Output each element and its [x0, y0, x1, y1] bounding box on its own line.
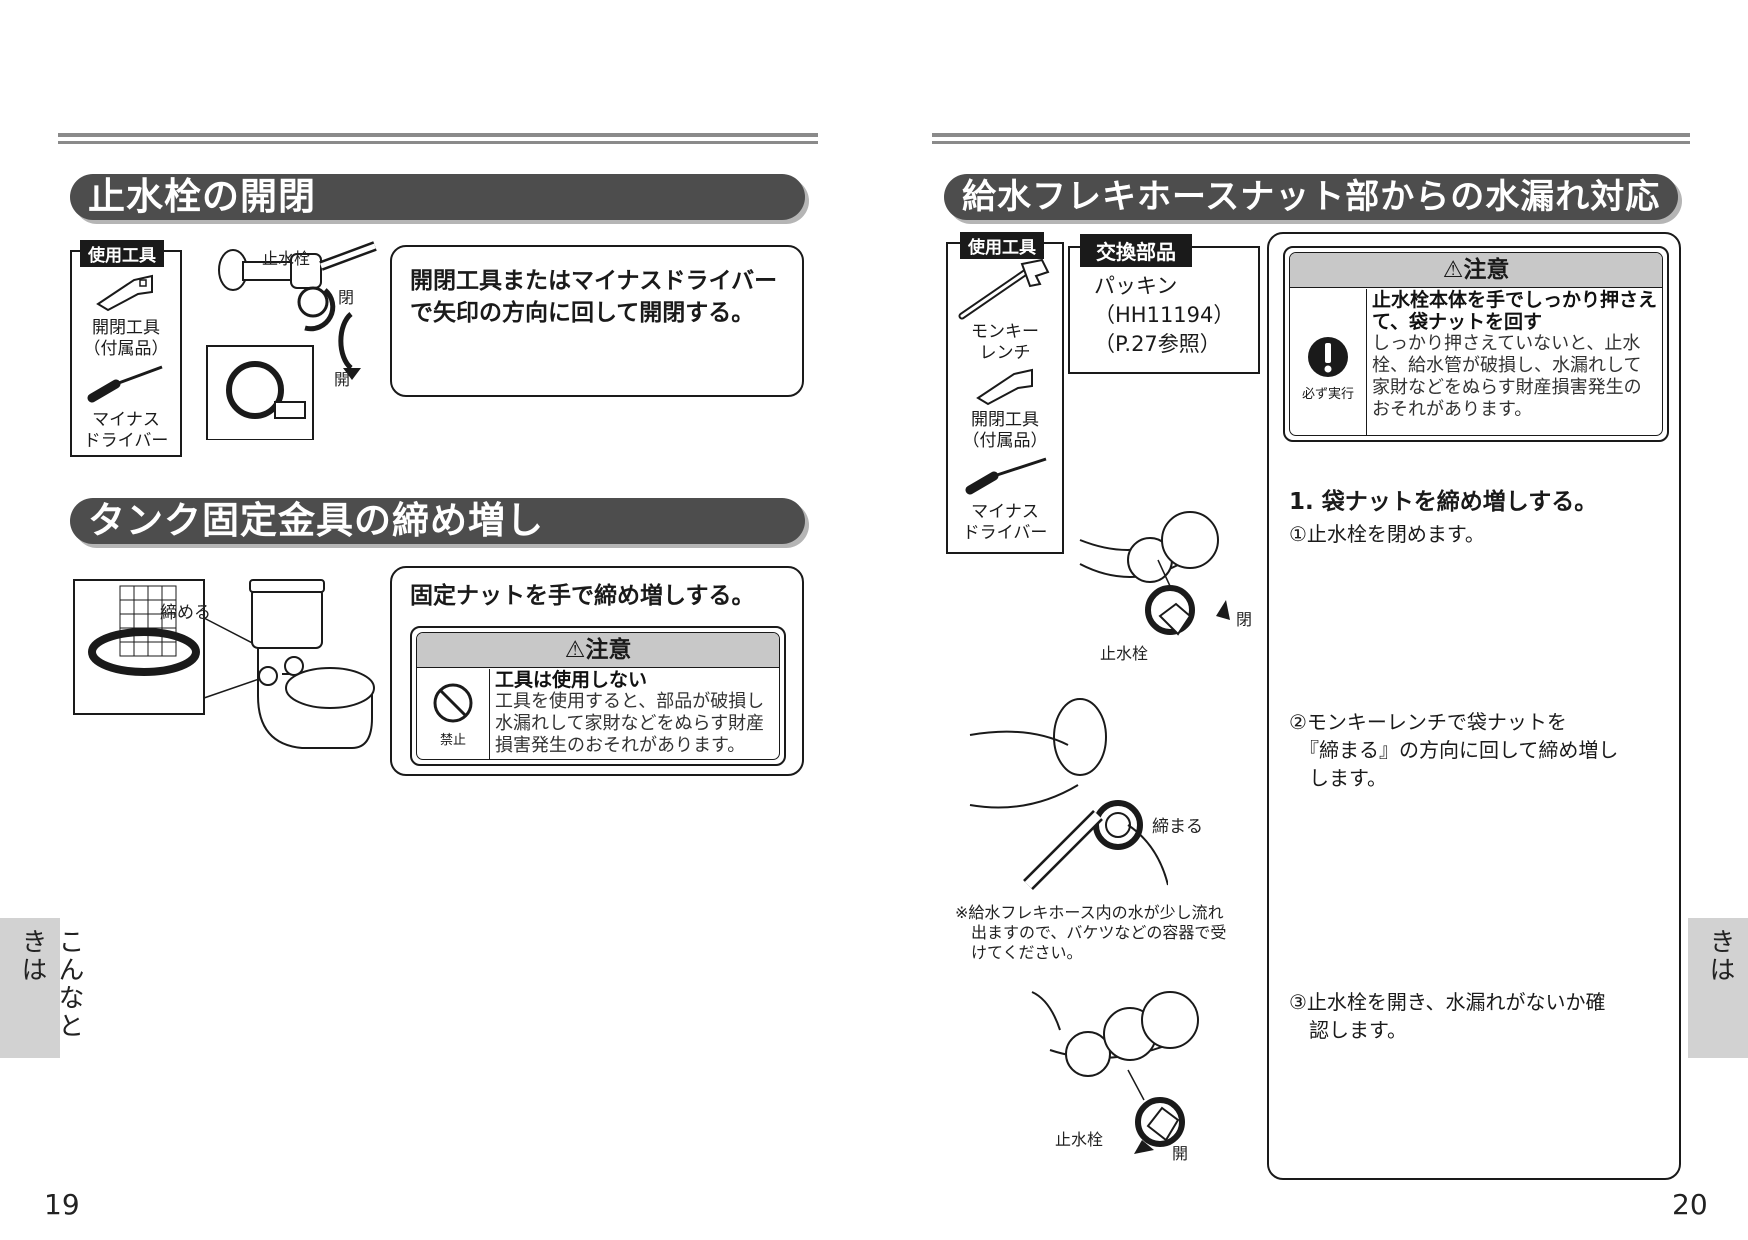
caution-head: ⚠注意	[417, 633, 779, 668]
label-close: 閉	[338, 288, 355, 307]
instruction-box-tank: 固定ナットを手で締め増しする。 ⚠注意 禁止 工具は使用しない 工具を使用すると…	[390, 566, 804, 776]
warning-triangle-icon: ⚠	[1442, 257, 1464, 283]
screwdriver-icon	[87, 365, 163, 403]
valve-open-illustration	[1031, 991, 1199, 1154]
step-1: ①止水栓を閉めます。	[1289, 522, 1485, 546]
tool-label-wrench: モンキー レンチ	[971, 322, 1039, 363]
side-tab-label-right: こんなときは	[1705, 928, 1748, 1040]
mandatory-label: 必ず実行	[1301, 387, 1354, 402]
label-close-right: 閉	[1236, 610, 1253, 629]
caution-box-tank: ⚠注意 禁止 工具は使用しない 工具を使用すると、部品が破損し水漏れして家財など…	[410, 626, 786, 766]
section-title-tank: タンク固定金具の締め増し	[70, 498, 805, 544]
side-tab-right: こんなときは	[1688, 918, 1748, 1058]
tool-label-opener-right: 開閉工具 （付属品）	[962, 410, 1048, 451]
page-number-left: 19	[44, 1188, 80, 1221]
side-tab-label: こんなときは	[17, 928, 84, 1040]
tank-illustration	[73, 579, 375, 749]
top-rule	[58, 133, 818, 137]
warning-triangle-icon: ⚠	[564, 637, 586, 663]
mandatory-icon	[1308, 337, 1348, 377]
note: ※給水フレキホース内の水が少し流れ 出ますので、バケツなどの容器で受 けてくださ…	[955, 903, 1227, 962]
valve-close-illustration	[1079, 511, 1230, 636]
label-valve: 止水栓	[262, 249, 311, 268]
caution-body-hose: しっかり押さえていないと、止水栓、給水管が破損し、水漏れして家財などをぬらす財産…	[1372, 333, 1642, 420]
prohibited-icon	[433, 683, 473, 723]
section-title-valve: 止水栓の開閉	[70, 174, 805, 220]
mandatory-col: 必ず実行	[1290, 289, 1367, 435]
instruction-valve: 開閉工具またはマイナスドライバーで矢印の方向に回して開閉する。	[410, 268, 778, 326]
tools-tag-right: 使用工具	[960, 232, 1044, 259]
parts-text: パッキン （HH11194） （P.27参照）	[1094, 274, 1235, 356]
instruction-box-hose: ⚠注意 必ず実行 止水栓本体を手でしっかり押さえて、袋ナットを回す しっかり押さ…	[1267, 232, 1681, 1180]
caution-text-tank: 工具は使用しない 工具を使用すると、部品が破損し水漏れして家財などをぬらす財産損…	[495, 669, 775, 757]
top-rule-2	[58, 141, 818, 144]
tools-tag: 使用工具	[80, 240, 164, 267]
tool-label-opener: 開閉工具 （付属品）	[83, 318, 169, 359]
instruction-box-valve: 開閉工具またはマイナスドライバーで矢印の方向に回して開閉する。	[390, 245, 804, 397]
opening-tool-icon-right	[976, 368, 1033, 406]
valve-illustration	[206, 241, 377, 440]
parts-tag: 交換部品	[1080, 234, 1192, 267]
label-open-right: 開	[1172, 1144, 1189, 1163]
parts-box: 交換部品 パッキン （HH11194） （P.27参照）	[1068, 234, 1260, 374]
prohibited-label: 禁止	[439, 733, 466, 748]
label-valve-2: 止水栓	[1055, 1130, 1104, 1149]
wrench-tighten-illustration	[969, 698, 1168, 890]
opening-tool-icon	[96, 274, 153, 312]
monkey-wrench-icon	[958, 258, 1050, 320]
tool-label-screwdriver-right: マイナス ドライバー	[962, 502, 1048, 543]
step-2: ②モンキーレンチで袋ナットを 『締まる』の方向に回して締め増し します。	[1289, 710, 1619, 790]
caution-box-hose: ⚠注意 必ず実行 止水栓本体を手でしっかり押さえて、袋ナットを回す しっかり押さ…	[1283, 246, 1669, 442]
label-tighten: 締める	[160, 603, 211, 623]
top-rule-right	[932, 133, 1690, 137]
caution-strong: 工具は使用しない	[495, 669, 648, 691]
screwdriver-icon-right	[965, 457, 1047, 495]
tool-label-screwdriver: マイナス ドライバー	[83, 410, 169, 451]
instruction-tank: 固定ナットを手で締め増しする。	[410, 583, 755, 609]
prohibit-col: 禁止	[417, 669, 490, 759]
label-valve-1: 止水栓	[1100, 644, 1149, 663]
label-open: 開	[334, 370, 351, 389]
caution-body: 工具を使用すると、部品が破損し水漏れして家財などをぬらす財産損害発生のおそれがあ…	[495, 691, 765, 756]
step-3: ③止水栓を開き、水漏れがないか確 認します。	[1289, 990, 1606, 1042]
page-number-right: 20	[1672, 1188, 1708, 1221]
caution-head-hose: ⚠注意	[1290, 253, 1662, 288]
caution-strong-hose: 止水栓本体を手でしっかり押さえて、袋ナットを回す	[1372, 289, 1658, 333]
side-tab-left: こんなときは	[0, 918, 84, 1058]
step-heading: 1. 袋ナットを締め増しする。	[1289, 489, 1598, 515]
tools-box-right: 使用工具 モンキー レンチ 開閉工具 （付属品） マイナス ドライバー	[946, 232, 1064, 554]
label-tighten-right: 締まる	[1152, 817, 1203, 837]
top-rule-right-2	[932, 141, 1690, 144]
caution-text-hose: 止水栓本体を手でしっかり押さえて、袋ナットを回す しっかり押さえていないと、止水…	[1372, 289, 1658, 421]
tools-box: 使用工具 開閉工具 （付属品） マイナス ドライバー	[70, 240, 182, 457]
section-title-hose: 給水フレキホースナット部からの水漏れ対応	[944, 174, 1678, 220]
